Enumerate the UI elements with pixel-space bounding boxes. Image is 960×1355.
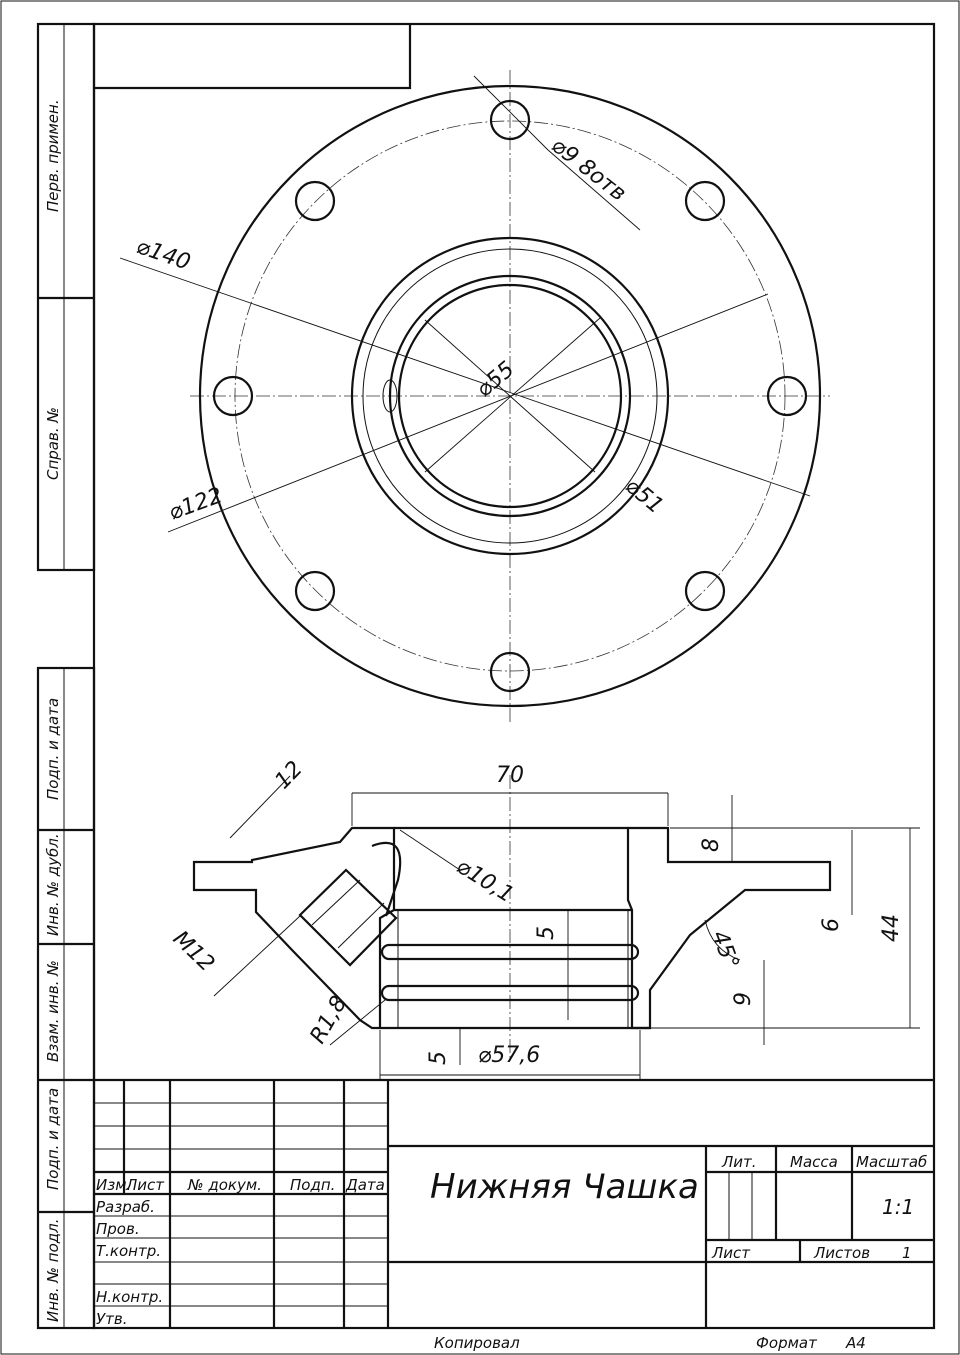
section-left	[192, 826, 396, 1030]
bolt-hole	[684, 180, 726, 222]
title-block-title: Нижняя Чашка	[430, 1167, 699, 1207]
bolt-hole	[212, 375, 254, 417]
scale-value: 1:1	[882, 1195, 914, 1219]
section-view-dimensions: 70 12 ⌀10,1 M12 R1,8 ⌀57,6 5 5 8 6 9 44 …	[168, 757, 904, 1068]
dim-d51: ⌀51	[620, 473, 668, 519]
footer: Копировал Формат А4	[434, 1334, 866, 1352]
dim-five-bottom: 5	[426, 1051, 451, 1065]
bolt-circle	[234, 120, 786, 672]
top-view	[119, 70, 830, 725]
dim-nine: 9	[731, 992, 756, 1006]
boss-outline	[350, 236, 670, 556]
row-razrab: Разраб.	[96, 1198, 155, 1216]
title-block	[94, 1078, 934, 1328]
col-data: Дата	[345, 1176, 385, 1194]
footer-format-value: А4	[845, 1334, 866, 1352]
label-massa: Масса	[790, 1153, 838, 1171]
dim-r18: R1,8	[306, 992, 353, 1048]
col-podp: Подп.	[290, 1176, 335, 1194]
side-labels: Перв. примен. Справ. № Подп. и дата Инв.…	[44, 99, 62, 1322]
side-label-podp-data-2: Подп. и дата	[44, 1088, 62, 1190]
row-prov: Пров.	[96, 1220, 140, 1238]
label-lit: Лит.	[721, 1153, 757, 1171]
dim-d57: ⌀57,6	[478, 1043, 540, 1068]
dim-t12: 12	[270, 757, 307, 795]
row-nkontr: Н.контр.	[96, 1288, 163, 1306]
bolt-hole	[489, 99, 531, 141]
side-label-vzam-inv: Взам. инв. №	[44, 960, 62, 1062]
dim-d140: ⌀140	[133, 234, 193, 276]
title-block-text: Нижняя Чашка Изм. Лист № докум. Подп. Да…	[96, 1153, 927, 1328]
dim-m12: M12	[168, 926, 219, 977]
flange-outline	[198, 84, 822, 708]
bolt-hole	[489, 651, 531, 693]
label-listov: Листов	[813, 1244, 870, 1262]
col-ndokum: № докум.	[187, 1176, 262, 1194]
dim-five-mid: 5	[534, 926, 559, 940]
bolt-hole	[766, 375, 808, 417]
dim-holes: ⌀9 8отв	[546, 133, 630, 207]
dim-d10: ⌀10,1	[452, 854, 518, 908]
row-utv: Утв.	[96, 1310, 128, 1328]
section-view	[192, 775, 920, 1080]
side-label-podp-data-1: Подп. и дата	[44, 698, 62, 800]
dim-d122: ⌀122	[166, 483, 226, 525]
listov-value: 1	[902, 1244, 912, 1262]
col-izm: Изм.	[96, 1176, 131, 1194]
bolt-hole	[684, 570, 726, 612]
col-list: Лист	[125, 1176, 165, 1194]
bolt-hole	[294, 570, 336, 612]
label-list: Лист	[711, 1244, 751, 1262]
footer-format-label: Формат	[756, 1334, 818, 1352]
bolt-hole	[294, 180, 336, 222]
label-masshtab: Масштаб	[856, 1153, 927, 1171]
side-label-inv-podl: Инв. № подл.	[44, 1219, 62, 1322]
side-label-perv-primen: Перв. примен.	[44, 99, 62, 212]
row-tkontr: Т.контр.	[96, 1242, 161, 1260]
dim-w70: 70	[496, 763, 524, 788]
side-label-sprav-no: Справ. №	[44, 407, 62, 480]
dim-angle: 45°	[706, 928, 743, 973]
bolt-holes	[212, 99, 808, 693]
dim-fortyfour: 44	[879, 914, 904, 942]
dim-eight: 8	[699, 838, 724, 852]
footer-kopiroval: Копировал	[434, 1334, 520, 1352]
side-label-inv-dubl: Инв. № дубл.	[44, 833, 62, 936]
dim-six: 6	[819, 918, 844, 932]
